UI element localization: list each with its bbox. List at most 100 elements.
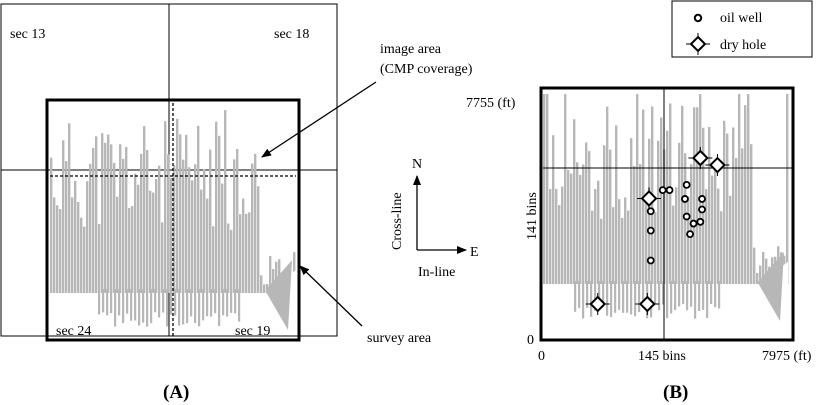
coverage-taper	[266, 260, 292, 330]
survey-area-arrow	[299, 265, 363, 327]
coverage-column	[161, 222, 164, 293]
coverage-column	[53, 197, 56, 293]
oil-well-marker	[665, 186, 674, 195]
panel-b: 7755 (ft) 0 141 bins 0 145 bins 7975 (ft…	[466, 86, 812, 403]
cross-line-label: Cross-line	[390, 192, 405, 250]
cmp-coverage-b	[543, 94, 789, 323]
coverage-column	[50, 157, 53, 293]
coverage-tail	[614, 281, 617, 313]
coverage-tail	[98, 289, 101, 315]
oil-well-marker	[646, 207, 655, 216]
coverage-column	[621, 217, 624, 284]
coverage-tail	[678, 281, 681, 307]
oil-well-marker	[681, 195, 689, 203]
section-label-13: sec 13	[10, 27, 45, 42]
coverage-tail	[106, 289, 109, 316]
oil-well-marker	[646, 226, 655, 235]
coverage-tail	[682, 281, 685, 305]
coverage-column	[242, 198, 245, 293]
coverage-tail	[702, 281, 705, 310]
coverage-column	[678, 142, 681, 284]
coverage-tail	[182, 289, 185, 325]
coverage-column	[612, 207, 615, 284]
panel-a: sec 13 sec 18 sec 24 sec 19 image area (…	[0, 3, 473, 403]
coverage-tail	[698, 281, 701, 312]
coverage-column	[624, 197, 627, 284]
coverage-column	[786, 94, 789, 284]
coverage-column	[200, 189, 203, 293]
coverage-column	[248, 212, 251, 293]
x-zero-label: 0	[538, 349, 545, 364]
coverage-column	[257, 186, 260, 293]
oil-well-marker	[696, 217, 705, 226]
coverage-column	[227, 223, 230, 293]
coverage-column	[726, 133, 729, 284]
coverage-column	[101, 133, 104, 293]
coverage-column	[89, 163, 92, 293]
coverage-tail	[606, 281, 609, 316]
section-label-19: sec 19	[235, 324, 270, 339]
coverage-column	[594, 189, 597, 284]
coverage-column	[170, 177, 173, 293]
coverage-tail	[714, 281, 717, 308]
coverage-column	[215, 121, 218, 294]
coverage-tail	[238, 289, 241, 322]
coverage-tail	[630, 281, 633, 315]
legend-oil-well-icon	[693, 13, 703, 23]
coverage-column	[555, 188, 558, 284]
coverage-column	[717, 188, 720, 284]
coverage-column	[606, 106, 609, 285]
coverage-tail	[706, 281, 709, 318]
coverage-column	[146, 149, 149, 293]
coverage-tail	[582, 281, 585, 319]
coverage-column	[747, 94, 750, 284]
coverage-column	[738, 94, 741, 284]
in-line-label: In-line	[418, 265, 455, 280]
coverage-tail	[654, 281, 657, 305]
coverage-tail	[130, 289, 133, 321]
oil-well-marker	[698, 205, 706, 214]
coverage-column	[80, 217, 83, 293]
coverage-tail	[210, 289, 213, 317]
coverage-column	[56, 205, 59, 293]
coverage-taper	[758, 252, 784, 321]
coverage-column	[179, 134, 182, 293]
coverage-column	[218, 135, 221, 293]
legend-dry-hole-label: dry hole	[720, 38, 766, 53]
coverage-column	[65, 161, 68, 293]
coverage-column	[609, 149, 612, 284]
coverage-tail	[162, 289, 165, 313]
coverage-column	[173, 165, 176, 293]
coverage-column	[573, 119, 576, 284]
coverage-column	[666, 130, 669, 284]
coverage-column	[191, 180, 194, 293]
coverage-column	[693, 107, 696, 284]
coverage-column	[603, 145, 606, 284]
coverage-column	[576, 162, 579, 284]
coverage-column	[236, 149, 239, 293]
oil-well-marker	[682, 212, 691, 221]
coverage-column	[645, 197, 648, 284]
coverage-column	[618, 199, 621, 284]
coverage-tail	[218, 289, 221, 326]
panel-b-caption: (B)	[663, 382, 688, 403]
coverage-column	[113, 162, 116, 293]
y-bins-label: 141 bins	[525, 192, 540, 240]
coverage-tail	[146, 289, 149, 327]
image-area-arrow	[261, 81, 377, 158]
coverage-tail	[642, 281, 645, 306]
coverage-column	[732, 127, 735, 285]
coverage-tail	[658, 281, 661, 311]
coverage-column	[62, 140, 65, 293]
coverage-column	[579, 174, 582, 284]
coverage-column	[636, 94, 639, 284]
coverage-column	[564, 94, 567, 284]
coverage-tail	[194, 289, 197, 323]
image-area-label: image area	[380, 42, 442, 57]
coverage-column	[149, 190, 152, 293]
map-frame	[539, 86, 795, 342]
coverage-column	[582, 164, 585, 284]
coverage-column	[660, 117, 663, 284]
dry-hole-marker	[635, 293, 660, 315]
coverage-tail	[602, 281, 605, 307]
